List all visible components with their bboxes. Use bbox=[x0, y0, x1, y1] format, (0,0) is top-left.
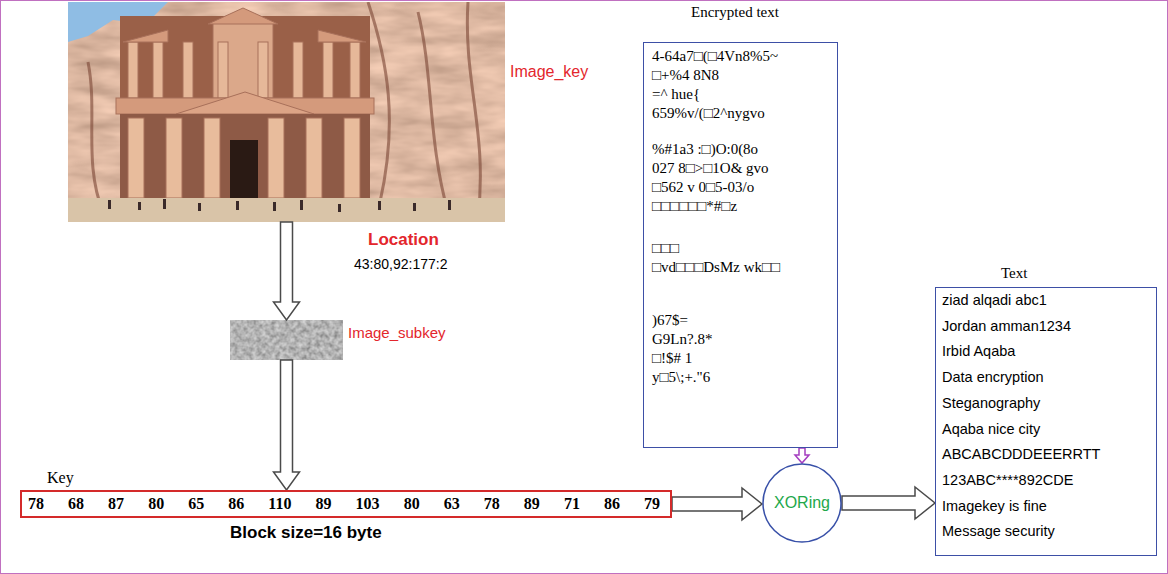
block-size-note: Block size=16 byte bbox=[230, 523, 382, 543]
circle-shape bbox=[763, 464, 841, 542]
cipher-line: %#1a3 :□)O:0(8o bbox=[652, 140, 758, 159]
petra-photo bbox=[68, 2, 505, 222]
plain-text-line: ABCABCDDDEEERRTT bbox=[942, 442, 1100, 468]
box-heading: Text bbox=[1001, 264, 1027, 282]
cipher-line: y□5\;+."6 bbox=[652, 368, 710, 387]
lower-columns bbox=[128, 118, 360, 198]
cipher-line: □562 v 0□5-03/o bbox=[652, 178, 754, 197]
pediment bbox=[176, 92, 314, 114]
portico bbox=[120, 114, 370, 198]
cipher-line: G9Ln?.8* bbox=[652, 330, 712, 349]
tholos-roof bbox=[208, 8, 278, 24]
broken-pediment bbox=[123, 30, 168, 42]
image-subkey: Image_subkey bbox=[230, 320, 343, 360]
subkey-image bbox=[230, 320, 343, 360]
block-arrow bbox=[842, 487, 935, 519]
image-label: Image_key bbox=[510, 62, 588, 81]
location-value: 43:80,92:177:2 bbox=[354, 256, 447, 272]
block-arrow bbox=[274, 222, 300, 320]
box-heading: Encrypted text bbox=[691, 3, 779, 21]
cipher-line: =^ hue{ bbox=[652, 85, 700, 104]
key-bytes: 78 68 87 80 65 86 110 89 103 80 63 78 89… bbox=[28, 495, 660, 513]
plain-text-line: Data encryption bbox=[942, 365, 1044, 391]
rock-texture bbox=[68, 2, 505, 222]
plain-text-box: Textziad alqadi abc1Jordan amman1234Irbi… bbox=[935, 287, 1157, 556]
upper-recess bbox=[120, 16, 370, 100]
image-label: Image_subkey bbox=[348, 324, 446, 342]
plain-text-line: Aqaba nice city bbox=[942, 417, 1040, 443]
cipher-line: 4-64a7□(□4Vn8%5~ bbox=[652, 47, 778, 66]
tholos bbox=[213, 22, 273, 98]
encrypted-text-box: Encrypted text4-64a7□(□4Vn8%5~□+%4 8N8=^… bbox=[643, 42, 838, 448]
operation-label: XORing bbox=[774, 494, 830, 512]
plain-text-line: Imagekey is fine bbox=[942, 494, 1047, 520]
xor-circle: XORing bbox=[762, 463, 842, 543]
block-arrow bbox=[672, 488, 762, 520]
cipher-line: )67$= bbox=[652, 311, 688, 330]
plain-text-line: Irbid Aqaba bbox=[942, 339, 1015, 365]
grey-texture bbox=[230, 320, 343, 360]
cipher-line: 659%v/(□2^nygvo bbox=[652, 104, 765, 123]
rock-cracks bbox=[88, 2, 480, 217]
key-box: Key78 68 87 80 65 86 110 89 103 80 63 78… bbox=[20, 490, 672, 518]
plain-text-line: Steganography bbox=[942, 391, 1040, 417]
plain-text-line: 123ABC****892CDE bbox=[942, 468, 1073, 494]
people bbox=[108, 199, 451, 212]
cipher-line: 027 8□>□1O& gvo bbox=[652, 159, 769, 178]
block-arrow bbox=[274, 360, 300, 490]
cipher-line: □vd□□□DsMz wk□□ bbox=[652, 258, 780, 277]
cipher-line: □□□□□□*#□z bbox=[652, 197, 737, 216]
box-heading: Key bbox=[47, 468, 74, 487]
location-heading: Location bbox=[368, 230, 439, 250]
ground bbox=[68, 198, 505, 222]
plain-text-line: Message security bbox=[942, 519, 1055, 545]
plain-text-line: Jordan amman1234 bbox=[942, 314, 1071, 340]
cipher-line: □!$# 1 bbox=[652, 349, 692, 368]
upper-columns bbox=[128, 42, 360, 98]
broken-pediment bbox=[318, 30, 366, 42]
cipher-line: □+%4 8N8 bbox=[652, 66, 719, 85]
image-key: Image_key bbox=[68, 2, 505, 222]
plain-text-line: ziad alqadi abc1 bbox=[942, 288, 1047, 314]
doorway bbox=[230, 140, 258, 198]
cipher-line: □□□ bbox=[652, 239, 679, 258]
block-arrow bbox=[795, 448, 809, 463]
